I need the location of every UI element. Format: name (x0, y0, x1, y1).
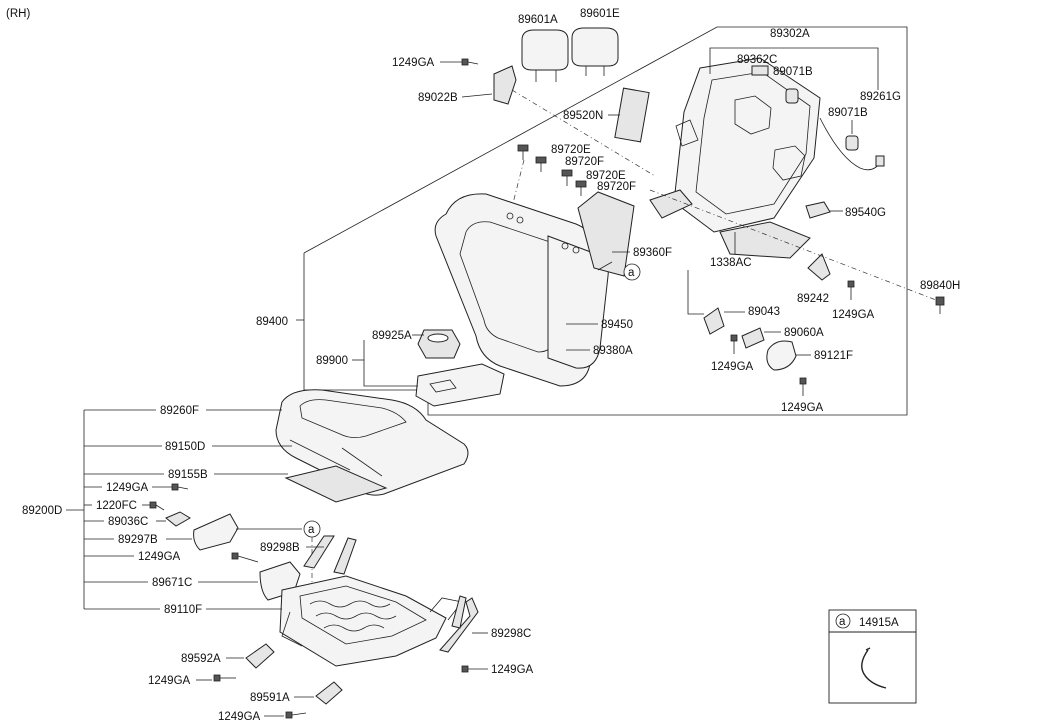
callout-89380A: 89380A (593, 345, 633, 357)
callout-89601A: 89601A (518, 14, 558, 26)
bracket-89060A (741, 327, 765, 349)
callout-89720F-b: 89720F (597, 181, 636, 193)
hook-wire-icon (861, 647, 887, 689)
callout-89242: 89242 (797, 293, 829, 305)
callout-89036C: 89036C (108, 516, 148, 528)
callout-1338AC: 1338AC (710, 257, 752, 269)
callout-89297B: 89297B (118, 534, 158, 546)
bolt-icon (231, 552, 259, 563)
cover-89540G (805, 201, 831, 219)
callout-89450: 89450 (601, 319, 633, 331)
bolt-icon (935, 296, 945, 314)
callout-89360F: 89360F (633, 247, 672, 259)
bolt-icon (847, 280, 855, 300)
callout-89121F: 89121F (814, 350, 853, 362)
cover-89022B (493, 65, 517, 105)
callout-89302A: 89302A (770, 28, 810, 40)
screw-icon (149, 501, 165, 511)
pad-89155B (284, 465, 388, 503)
legend-marker (835, 613, 851, 629)
cover-89071B-a (785, 88, 799, 104)
callout-89720E-a: 89720E (551, 144, 591, 156)
callout-1249GA-r1: 1249GA (832, 309, 875, 321)
cushion-frame-89110F (279, 575, 463, 667)
callout-89261G: 89261G (860, 91, 901, 103)
bracket-89591A (315, 681, 343, 705)
legend-box: a 14915A (828, 609, 917, 704)
callout-89520N: 89520N (563, 110, 603, 122)
callout-1249GA-r3: 1249GA (711, 361, 754, 373)
callout-89200D: 89200D (22, 505, 62, 517)
callout-89071B-a: 89071B (773, 66, 813, 78)
callout-1249GA-l3: 1249GA (491, 664, 534, 676)
cover-89071B-b (845, 135, 859, 151)
insert-89520N (614, 87, 650, 143)
connector-icon (875, 155, 885, 167)
callout-89601E: 89601E (580, 8, 620, 20)
ref-marker-a-label: a (628, 267, 635, 279)
callout-1249GA-l2: 1249GA (138, 551, 181, 563)
callout-89362C: 89362C (737, 54, 777, 66)
bracket-89298C (439, 597, 479, 653)
callout-89720E-b: 89720E (586, 170, 626, 182)
callout-89925A: 89925A (372, 330, 412, 342)
bolt-icon (171, 483, 189, 491)
callout-89540G: 89540G (845, 207, 886, 219)
armrest-89900 (415, 363, 505, 407)
callout-89671C: 89671C (152, 577, 192, 589)
bolt-icon (285, 711, 307, 719)
seatback-cover-89400 (434, 193, 609, 387)
bracket-89592A (245, 643, 275, 669)
callout-89298C: 89298C (491, 628, 531, 640)
callout-89060A: 89060A (784, 327, 824, 339)
callout-89592A: 89592A (181, 653, 221, 665)
cupholder-89925A (417, 329, 461, 359)
callout-89043: 89043 (748, 306, 780, 318)
bolt-icon (730, 334, 738, 354)
cover-89121F (766, 340, 797, 371)
legend-marker-label: a (839, 616, 846, 628)
headrest-89601E (571, 27, 619, 76)
callout-89900: 89900 (316, 355, 348, 367)
side-cover-89297B (193, 513, 239, 551)
legend-part-no: 14915A (859, 617, 899, 629)
callout-89110F: 89110F (164, 604, 202, 616)
bracket-89043 (703, 307, 725, 335)
callout-89260F: 89260F (160, 405, 199, 417)
callout-1220FC: 1220FC (96, 500, 137, 512)
cover-89036C (165, 511, 191, 527)
callout-89150D: 89150D (165, 441, 205, 453)
bolt-icon (461, 58, 479, 66)
callout-1249GA-l1: 1249GA (106, 482, 149, 494)
panel-89360F (577, 191, 635, 277)
bracket-89298B (303, 535, 335, 569)
callout-89298B: 89298B (260, 542, 300, 554)
clip-89362C (751, 65, 769, 76)
callout-89022B: 89022B (418, 92, 458, 104)
bracket-89242 (807, 253, 831, 281)
callout-89071B-b: 89071B (828, 107, 868, 119)
headrest-89601A (521, 29, 569, 82)
callout-89591A: 89591A (250, 692, 290, 704)
seatback-frame-89302A (649, 57, 821, 259)
callout-89720F-a: 89720F (565, 156, 604, 168)
bolt-icon (799, 377, 807, 396)
ref-marker-a-label: a (308, 524, 315, 536)
callout-1249GA-r2: 1249GA (781, 402, 824, 414)
callout-1249GA-l5: 1249GA (218, 711, 261, 723)
headrest-guide-icon (517, 144, 587, 196)
callout-1249GA-top: 1249GA (392, 57, 435, 69)
side-label: (RH) (6, 8, 30, 20)
callout-89155B: 89155B (168, 469, 208, 481)
callout-89400: 89400 (256, 316, 288, 328)
bolt-icon (461, 665, 488, 673)
wiring-89261G (819, 117, 883, 171)
ref-marker-a (623, 263, 641, 281)
bolt-icon (213, 674, 236, 682)
callout-1249GA-l4: 1249GA (148, 675, 191, 687)
callout-89840H: 89840H (920, 280, 960, 292)
